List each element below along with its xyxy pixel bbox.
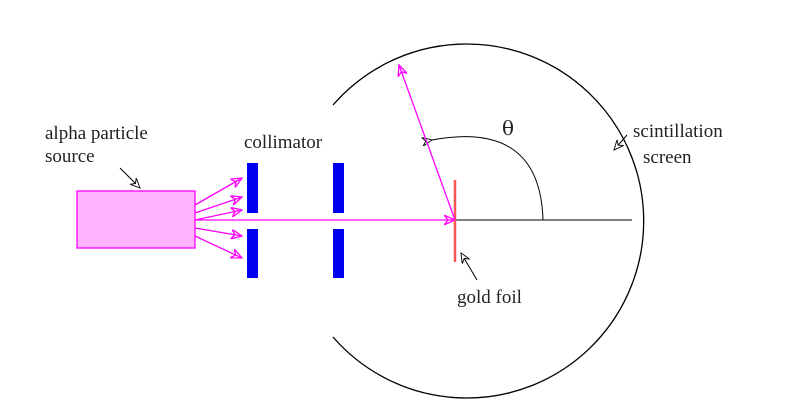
scintillation-screen-arc xyxy=(332,43,645,399)
collimator-plate-2-bottom xyxy=(333,229,344,278)
collimator-label: collimator xyxy=(244,132,323,153)
screen-label-line2: screen xyxy=(643,147,692,168)
theta-label: θ xyxy=(502,116,514,140)
collimator-plate-1-bottom xyxy=(247,229,258,278)
alpha-source-box xyxy=(76,190,196,249)
emitted-alpha-rays xyxy=(194,178,242,258)
screen-leader-line xyxy=(614,134,628,150)
source-label-line2: source xyxy=(45,146,95,167)
collimator-plates xyxy=(247,163,344,278)
foil-leader-line xyxy=(461,253,478,281)
theta-angle-arc xyxy=(432,136,544,221)
gold-foil-label: gold foil xyxy=(457,287,522,308)
source-label-line1: alpha particle xyxy=(45,123,148,144)
source-leader-line xyxy=(119,167,140,188)
collimator-plate-2-top xyxy=(333,163,344,213)
screen-label-line1: scintillation xyxy=(633,121,723,142)
collimator-plate-1-top xyxy=(247,163,258,213)
scattered-ray xyxy=(399,65,456,221)
